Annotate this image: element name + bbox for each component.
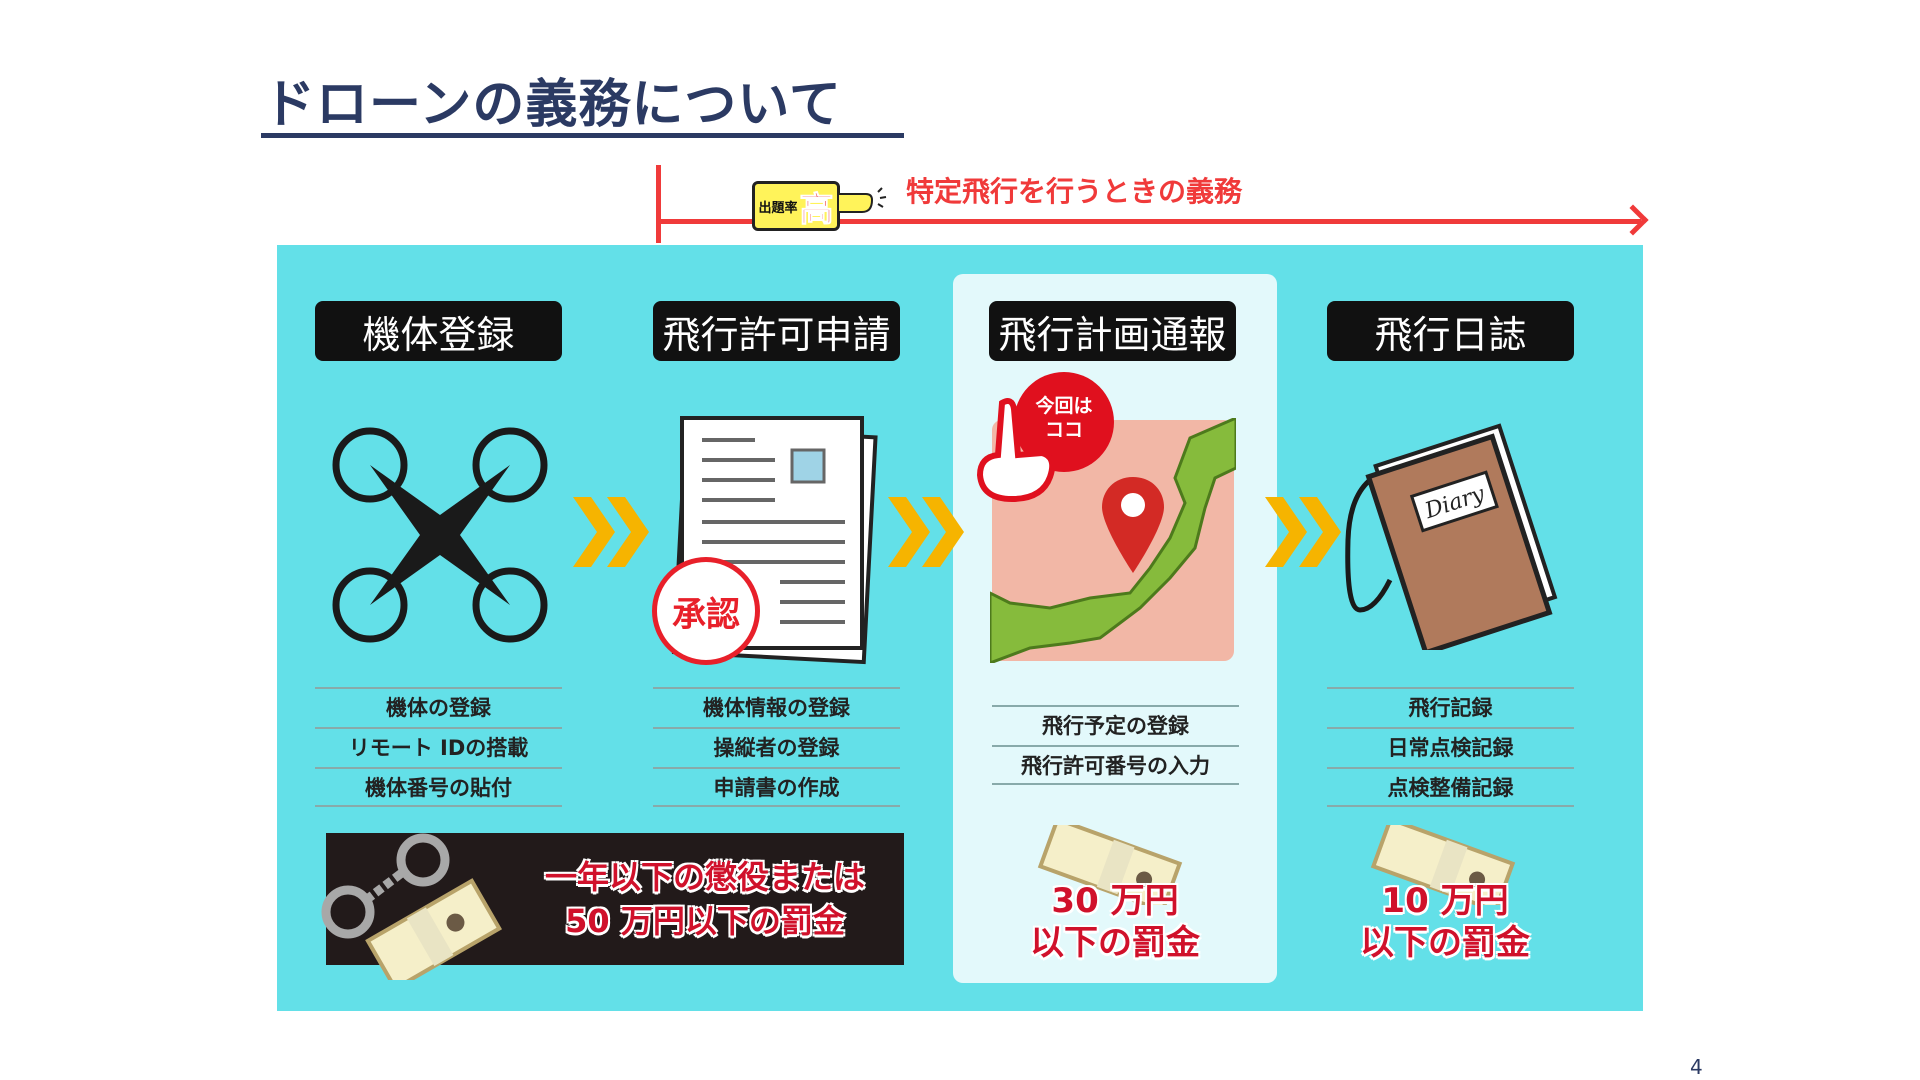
- approval-stamp: 承認: [652, 557, 760, 665]
- page-title: ドローンの義務について: [263, 75, 842, 135]
- pointing-hand-icon: [838, 187, 887, 213]
- arrow-head-icon: [1617, 204, 1649, 236]
- list-item: 機体の登録: [315, 687, 562, 727]
- list-item: リモート IDの搭載: [315, 727, 562, 767]
- penalty-text-flight-plan: 30 万円 以下の罰金: [990, 880, 1240, 964]
- header-aircraft-registration: 機体登録: [315, 301, 562, 361]
- penalty-text-registration: 一年以下の懲役または 50 万円以下の罰金: [530, 855, 880, 943]
- penalty-line: 10 万円: [1381, 881, 1509, 921]
- list-item: 飛行予定の登録: [992, 705, 1239, 745]
- japan-map-icon: [990, 418, 1236, 663]
- callout-line-1: 今回は: [1035, 395, 1093, 417]
- callout-line-2: ココ: [1044, 419, 1083, 441]
- frequency-badge: 出題率 高: [752, 181, 840, 231]
- flight-plan-list: 飛行予定の登録 飛行許可番号の入力: [992, 705, 1239, 785]
- penalty-text-flight-log: 10 万円 以下の罰金: [1320, 880, 1570, 964]
- list-item: 飛行記録: [1327, 687, 1574, 727]
- registration-list: 機体の登録 リモート IDの搭載 機体番号の貼付: [315, 687, 562, 807]
- header-flight-log: 飛行日誌: [1327, 301, 1574, 361]
- list-item: 点検整備記録: [1327, 767, 1574, 807]
- header-flight-plan: 飛行計画通報: [989, 301, 1236, 361]
- penalty-line: 以下の罰金: [1030, 923, 1200, 963]
- chevron-right-icon: [888, 497, 964, 567]
- penalty-line: 以下の罰金: [1360, 923, 1530, 963]
- flight-log-list: 飛行記録 日常点検記録 点検整備記録: [1327, 687, 1574, 807]
- handcuffs-money-icon: [321, 833, 503, 980]
- page-number: 4: [1690, 1055, 1703, 1079]
- timeline-arrow: [656, 219, 1641, 224]
- money-bundle-icon: [1037, 825, 1183, 905]
- pointing-finger-icon: [976, 398, 1056, 503]
- timeline-start-line: [656, 165, 661, 243]
- list-item: 操縦者の登録: [653, 727, 900, 767]
- list-item: 飛行許可番号の入力: [992, 745, 1239, 785]
- list-item: 日常点検記録: [1327, 727, 1574, 767]
- chevron-right-icon: [1265, 497, 1341, 567]
- diary-book-icon: Diary: [1345, 423, 1558, 650]
- header-flight-permission: 飛行許可申請: [653, 301, 900, 361]
- list-item: 機体情報の登録: [653, 687, 900, 727]
- money-bundle-icon: [1370, 825, 1516, 905]
- title-underline: [261, 133, 904, 138]
- penalty-line: 一年以下の懲役または: [544, 858, 865, 896]
- penalty-line: 50 万円以下の罰金: [565, 902, 845, 940]
- permission-list: 機体情報の登録 操縦者の登録 申請書の作成: [653, 687, 900, 807]
- drone-icon: [332, 427, 548, 643]
- location-pin-icon: [1102, 477, 1164, 573]
- badge-big-label: 高: [799, 189, 834, 230]
- list-item: 機体番号の貼付: [315, 767, 562, 807]
- chevron-right-icon: [573, 497, 649, 567]
- badge-small-label: 出題率: [758, 200, 798, 216]
- list-item: 申請書の作成: [653, 767, 900, 807]
- penalty-line: 30 万円: [1051, 881, 1179, 921]
- stamp-label: 承認: [672, 594, 740, 635]
- duty-label: 特定飛行を行うときの義務: [906, 175, 1243, 208]
